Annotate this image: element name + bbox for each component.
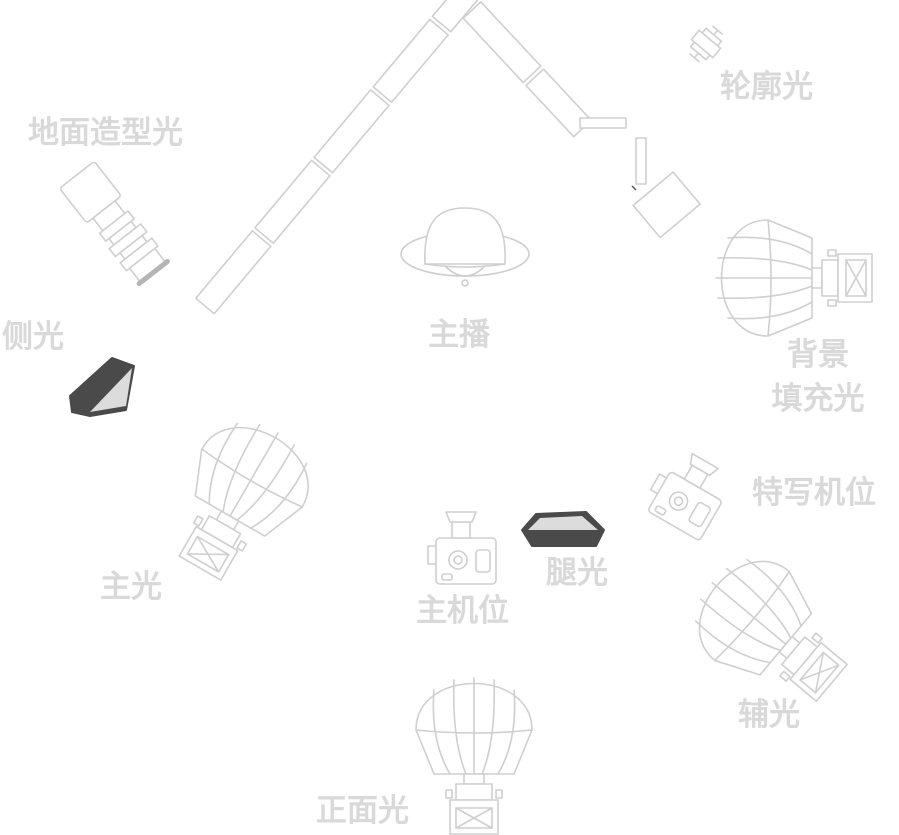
softbox-panel-icon [521,511,605,547]
spotlight-fresnel-icon [59,161,170,287]
person-top-view-icon [400,207,530,287]
label-key-light: 主光 [100,569,162,605]
label-bg-fill-line2: 填充光 [771,381,865,417]
label-bg-fill-line1: 背景 [787,337,849,373]
parabolic-softbox-icon [415,677,533,835]
label-closeup-cam: 特写机位 [752,475,876,511]
label-host: 主播 [428,317,490,353]
backdrop-panels-icon [195,0,627,315]
label-fill-light: 辅光 [738,697,800,733]
label-leg-light: 腿光 [546,555,608,591]
label-rim-light: 轮廓光 [720,69,813,105]
camera-icon [427,511,497,585]
parabolic-softbox-icon [715,219,873,337]
camera-icon [639,443,737,542]
label-ground-light: 地面造型光 [28,115,183,151]
label-side-light: 侧光 [2,319,64,355]
label-main-cam: 主机位 [416,593,509,629]
small-spotlight-icon [689,25,723,63]
softbox-panel-icon [69,357,135,417]
flag-icon [631,137,701,239]
label-front-light: 正面光 [316,793,409,829]
parabolic-softbox-icon [148,403,330,598]
